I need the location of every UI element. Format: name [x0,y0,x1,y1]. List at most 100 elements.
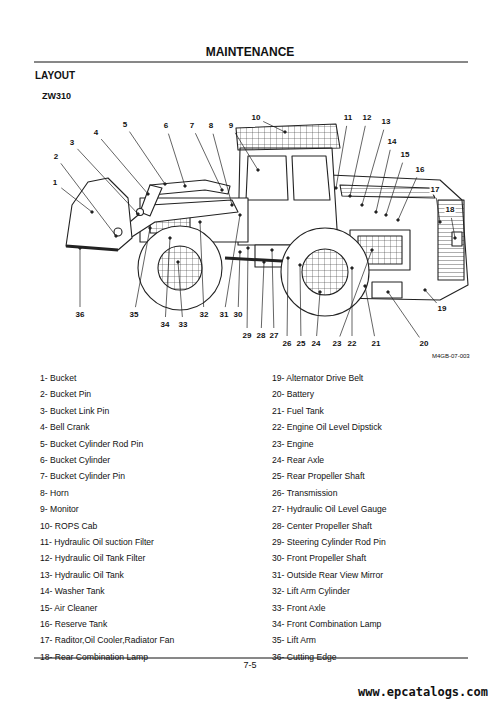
leader-dot [397,219,400,222]
part-list-item: 9- Monitor [40,505,79,514]
part-list-item: 11- Hydraulic Oil suction Filter [40,538,154,547]
leader-dot [364,285,367,288]
callout-number: 30 [233,311,244,320]
leader-dot [177,261,180,264]
leader-line [317,292,320,336]
model-name: ZW310 [42,92,71,102]
callout-number: 14 [387,138,398,147]
leader-dot [147,193,150,196]
leader-line [272,250,274,328]
callout-number: 29 [242,332,253,341]
leader-dot [454,237,457,240]
leader-dot [231,204,234,207]
callout-number: 4 [93,129,99,138]
leader-line [135,228,150,307]
engine-hood [340,185,435,198]
callout-number: 28 [256,332,267,341]
leader-line [263,121,285,132]
part-list-item: 8- Horn [40,489,69,498]
leader-dot [319,291,322,294]
part-list-item: 24- Rear Axle [272,456,324,465]
callout-number: 15 [400,151,411,160]
callout-number: 23 [332,340,343,349]
leader-line [168,134,185,186]
leader-line [165,238,170,317]
section-heading: LAYOUT [35,70,75,81]
callout-number: 18 [445,206,456,215]
battery [372,282,402,298]
part-list-item: 35- Lift Arm [272,636,316,645]
leader-dot [149,227,152,230]
callout-number: 26 [282,340,293,349]
leader-line [195,133,222,190]
leader-line [287,258,289,336]
part-list-item: 13- Hydraulic Oil Tank [40,571,124,580]
callout-number: 35 [129,311,140,320]
leader-dot [184,185,187,188]
leader-dot [335,187,338,190]
callout-number: 21 [371,340,382,349]
callout-number: 36 [75,311,86,320]
part-list-item: 6- Bucket Cylinder [40,456,110,465]
leader-line [261,262,264,328]
part-list-item: 18- Rear Combination Lamp [40,653,148,662]
callout-number: 12 [362,114,373,123]
part-list-item: 23- Engine [272,440,314,449]
leader-line [386,163,403,215]
leader-line [238,252,240,307]
leader-line [247,248,249,328]
part-list-item: 32- Lift Arm Cylinder [272,587,350,596]
callout-number: 34 [160,321,171,330]
leader-dot [439,221,442,224]
part-list-item: 14- Washer Tank [40,587,104,596]
callout-number: 22 [347,340,358,349]
part-list-item: 33- Front Axle [272,604,326,613]
leader-dot [385,214,388,217]
radiator-grille [438,200,464,280]
rops-roof [236,124,340,150]
leader-dot [221,189,224,192]
part-list-item: 1- Bucket [40,374,76,383]
callout-number: 27 [269,332,280,341]
part-list-item: 16- Reserve Tank [40,620,107,629]
callout-number: 17 [430,186,441,195]
leader-dot [287,257,290,260]
callout-number: 31 [219,311,230,320]
leader-line [213,134,232,205]
rear-lamp [452,232,462,246]
part-list-item: 12- Hydraulic Oil Tank Filter [40,554,145,563]
callout-number: 1 [52,179,58,188]
leader-line [61,163,116,236]
part-list-item: 20- Battery [272,390,314,399]
callout-number: 9 [228,122,234,131]
wheel-loader [66,124,468,316]
figure-code: M4GB-07-003 [432,353,470,360]
leader-line [77,149,138,214]
part-list-item: 28- Center Propeller Shaft [272,522,372,531]
callout-number: 7 [189,122,195,131]
callout-number: 25 [296,340,307,349]
leader-dot [247,247,250,250]
leader-dot [284,131,287,134]
leader-line [451,218,455,238]
leader-dot [199,221,202,224]
leader-dot [169,237,172,240]
callout-number: 5 [122,121,128,130]
callout-number: 20 [419,340,430,349]
page-number: 7-5 [243,661,256,671]
part-list-item: 2- Bucket Pin [40,390,91,399]
leader-dot [115,235,118,238]
callout-number: 19 [437,305,448,314]
leader-dot [239,251,242,254]
part-list-item: 34- Front Combination Lamp [272,620,381,629]
rear-wheel [281,228,369,316]
leader-dot [361,204,364,207]
part-list-item: 17- Raditor,Oil Cooler,Radiator Fan [40,636,174,645]
page-title: MAINTENANCE [0,45,500,59]
leader-dot [371,249,374,252]
watermark: www.epcatalogs.com [358,686,488,699]
leader-dot [137,213,140,216]
leader-dot [424,289,427,292]
callout-number: 11 [343,114,353,123]
cutting-edge [66,246,118,250]
